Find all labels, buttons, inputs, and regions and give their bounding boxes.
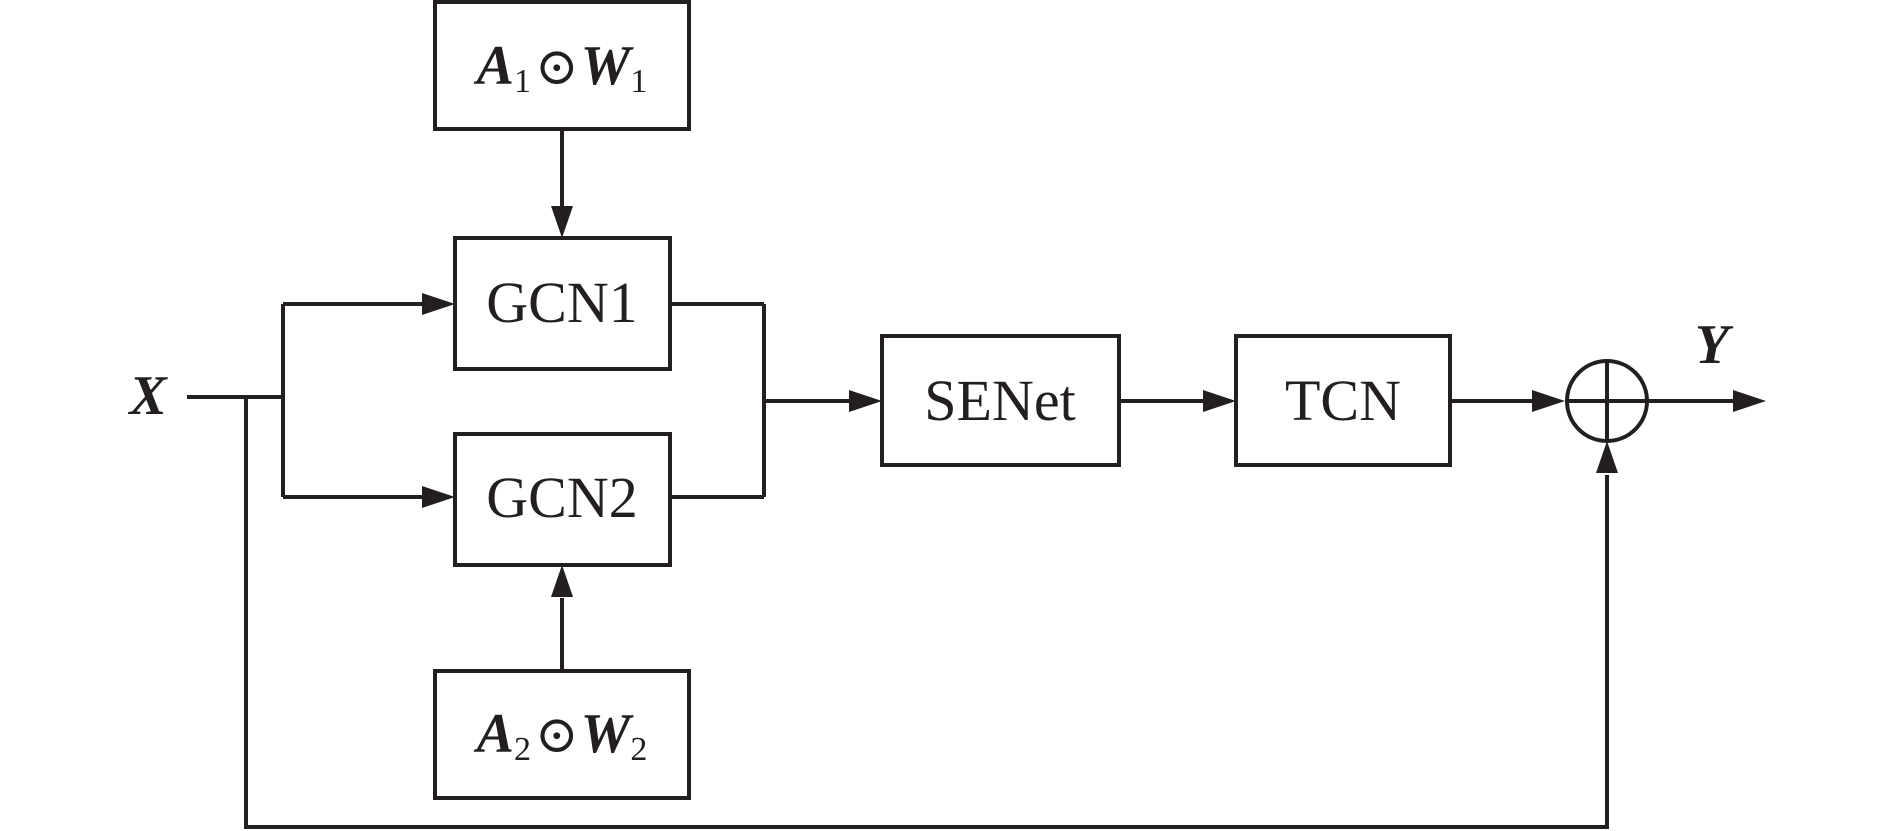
svg-text:TCN: TCN — [1285, 368, 1401, 433]
svg-text:GCN2: GCN2 — [486, 465, 637, 530]
input-label: X — [127, 365, 168, 427]
svg-text:GCN1: GCN1 — [486, 270, 637, 335]
arrow-a2w2-to-gcn2 — [551, 565, 573, 597]
arrow-a1w1-to-gcn1 — [551, 206, 573, 238]
svg-text:SENet: SENet — [924, 368, 1075, 433]
senet-block: SENet — [880, 334, 1121, 467]
arrow-to-gcn1 — [422, 293, 455, 315]
svg-text:A2⊙W2: A2⊙W2 — [474, 703, 648, 768]
output-label: Y — [1695, 314, 1734, 376]
gcn2-block: GCN2 — [453, 432, 672, 567]
svg-text:A1⊙W1: A1⊙W1 — [474, 35, 648, 100]
gcn1-block: GCN1 — [453, 236, 672, 371]
skip-connection-line — [244, 397, 1609, 829]
sum-node: ⊕ — [1565, 359, 1649, 443]
a2w2-block: A2⊙W2 — [433, 669, 691, 800]
arrow-to-sum — [1532, 390, 1565, 412]
arrow-skip-to-sum — [1596, 441, 1618, 473]
arrow-to-senet — [849, 390, 882, 412]
arrow-output — [1733, 390, 1766, 412]
arrow-to-tcn — [1203, 390, 1236, 412]
a1w1-block: A1⊙W1 — [433, 0, 691, 131]
arrow-to-gcn2 — [422, 486, 455, 508]
tcn-block: TCN — [1234, 334, 1452, 467]
